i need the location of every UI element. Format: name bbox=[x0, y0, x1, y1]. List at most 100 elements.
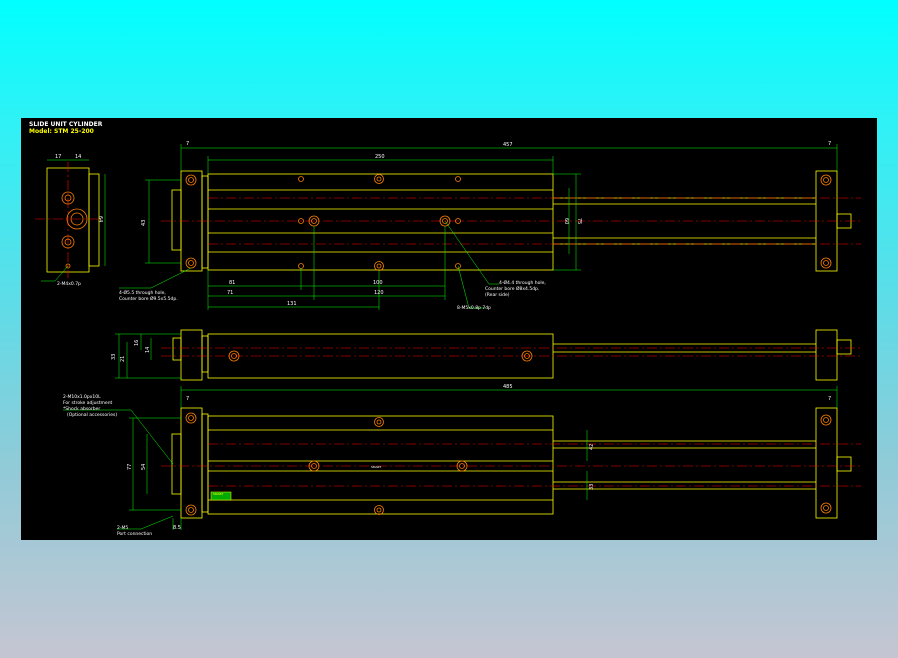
dim-14: 14 bbox=[75, 154, 81, 160]
top-left-hole-2-inner bbox=[188, 260, 194, 266]
top-left-hole-1-inner bbox=[188, 177, 194, 183]
top-hole-g bbox=[455, 218, 461, 224]
bottom-hole-left-inner bbox=[311, 463, 317, 469]
top-body bbox=[207, 173, 554, 271]
top-hole-b-inner bbox=[376, 176, 382, 182]
bottom-hole-bottom bbox=[374, 505, 384, 515]
bottom-right-hole-1-inner bbox=[823, 417, 829, 423]
bottom-hole-top-inner bbox=[376, 419, 382, 425]
dim-bot-7-right: 7 bbox=[828, 396, 831, 402]
top-hole-h bbox=[298, 263, 304, 269]
note-port-1: 2-M5 bbox=[117, 525, 128, 531]
side-hole-right-inner bbox=[524, 353, 530, 359]
bottom-left-hole-2-inner bbox=[188, 507, 194, 513]
drawing-model: Model: STM 25-200 bbox=[29, 128, 94, 135]
end-view: 17 14 64 2-M4x0.7p bbox=[35, 154, 106, 287]
dim-54: 54 bbox=[141, 464, 147, 470]
dim-457: 457 bbox=[503, 142, 513, 148]
dim-81: 81 bbox=[229, 280, 235, 286]
side-right-nut bbox=[836, 339, 852, 355]
nameplate-label-2: SMART bbox=[371, 465, 381, 469]
end-view-rod-circle bbox=[66, 208, 88, 230]
bottom-right-hole-1 bbox=[820, 414, 832, 426]
side-left-flange bbox=[201, 335, 209, 373]
end-view-hole-bottom bbox=[61, 235, 75, 249]
note-counter-bore: Counter bore Ø9.5x5.5dp. bbox=[119, 295, 178, 302]
dim-120: 120 bbox=[374, 290, 384, 296]
side-left-stop bbox=[172, 337, 182, 361]
top-left-flange bbox=[201, 175, 209, 269]
top-hole-i-inner bbox=[376, 263, 382, 269]
end-view-hole-top bbox=[61, 191, 75, 205]
leader-port bbox=[117, 515, 174, 530]
dim-131: 131 bbox=[287, 301, 297, 307]
dim-side-14: 14 bbox=[145, 347, 151, 353]
dim-485: 485 bbox=[503, 384, 513, 390]
bottom-hole-top bbox=[374, 417, 384, 427]
dim-42: 42 bbox=[589, 444, 595, 450]
top-right-hole-2 bbox=[820, 257, 832, 269]
dim-33: 33 bbox=[111, 354, 117, 360]
end-view-rod-inner bbox=[70, 212, 84, 226]
drawing-title: SLIDE UNIT CYLINDER bbox=[29, 121, 103, 128]
dim-43: 43 bbox=[141, 220, 147, 226]
title-block: SLIDE UNIT CYLINDER Model: STM 25-200 bbox=[29, 121, 102, 135]
note-stroke-adj-2: For stroke adjustment bbox=[63, 400, 113, 406]
end-view-tap bbox=[65, 263, 71, 269]
dim-16: 16 bbox=[134, 340, 140, 346]
side-left-endblock bbox=[180, 329, 203, 381]
bottom-view: SMART SMART 485 7 7 77 54 42 33 8.5 2-M1… bbox=[63, 384, 861, 537]
side-hole-left bbox=[228, 350, 240, 362]
end-view-hole-top-inner bbox=[64, 194, 72, 202]
nameplate-label-1: SMART bbox=[213, 492, 223, 496]
leader-m5 bbox=[457, 265, 485, 309]
top-hole-e-inner bbox=[311, 218, 317, 224]
dim-bot-33: 33 bbox=[589, 484, 595, 490]
top-view: 457 7 7 250 43 75 60 bbox=[119, 141, 861, 311]
bottom-hole-left bbox=[308, 460, 320, 472]
dim-bot-7-left: 7 bbox=[186, 396, 189, 402]
bottom-hole-bottom-inner bbox=[376, 507, 382, 513]
dim-64: 64 bbox=[97, 216, 103, 222]
dim-250: 250 bbox=[375, 154, 385, 160]
cad-svg: .y { stroke: #ffff00; fill: none; stroke… bbox=[35, 141, 861, 537]
top-right-hole-2-inner bbox=[823, 260, 829, 266]
nameplate bbox=[210, 491, 232, 501]
note-tap-m5: 8-M5x0.8p 7dp bbox=[457, 305, 491, 311]
bottom-hole-right-inner bbox=[459, 463, 465, 469]
top-hole-d bbox=[298, 218, 304, 224]
bottom-left-hole-2 bbox=[185, 504, 197, 516]
bottom-left-stop bbox=[171, 433, 182, 495]
note-port-2: Port connection bbox=[117, 531, 152, 537]
side-hole-left-inner bbox=[231, 353, 237, 359]
dim-60: 60 bbox=[563, 218, 569, 224]
cad-drawing-area: SLIDE UNIT CYLINDER Model: STM 25-200 .y… bbox=[21, 118, 877, 540]
top-right-hole-1 bbox=[820, 174, 832, 186]
bottom-left-hole-1-inner bbox=[188, 415, 194, 421]
top-left-hole-1 bbox=[185, 174, 197, 186]
dim-17: 17 bbox=[55, 154, 61, 160]
side-hole-right bbox=[521, 350, 533, 362]
bottom-right-hole-2 bbox=[820, 502, 832, 514]
leader-m4-4 bbox=[444, 220, 499, 285]
top-hole-i bbox=[374, 261, 384, 271]
bottom-left-endblock bbox=[180, 407, 203, 519]
bottom-right-hole-2-inner bbox=[823, 505, 829, 511]
end-view-step bbox=[88, 173, 100, 267]
top-hole-b bbox=[374, 174, 384, 184]
bottom-left-flange bbox=[201, 413, 209, 513]
note-tap-m4: 2-M4x0.7p bbox=[57, 281, 81, 287]
dim-100: 100 bbox=[373, 280, 383, 286]
note-tap-m4-4: 4-Ø4.4 through hole, bbox=[499, 279, 546, 286]
top-hole-a bbox=[298, 176, 304, 182]
side-view: 33 21 16 14 bbox=[111, 329, 861, 381]
side-right-endblock bbox=[815, 329, 838, 381]
top-hole-c bbox=[455, 176, 461, 182]
leader-through-hole bbox=[119, 267, 192, 289]
leader-stroke-adj bbox=[63, 409, 174, 465]
end-view-hole-bottom-inner bbox=[64, 238, 72, 246]
bottom-hole-right bbox=[456, 460, 468, 472]
bottom-left-hole-1 bbox=[185, 412, 197, 424]
note-counter-bore-2: Counter bore Ø8x4.5dp. bbox=[485, 285, 539, 292]
note-stroke-adj-1: 2-M10x1.0px10L bbox=[63, 394, 101, 400]
